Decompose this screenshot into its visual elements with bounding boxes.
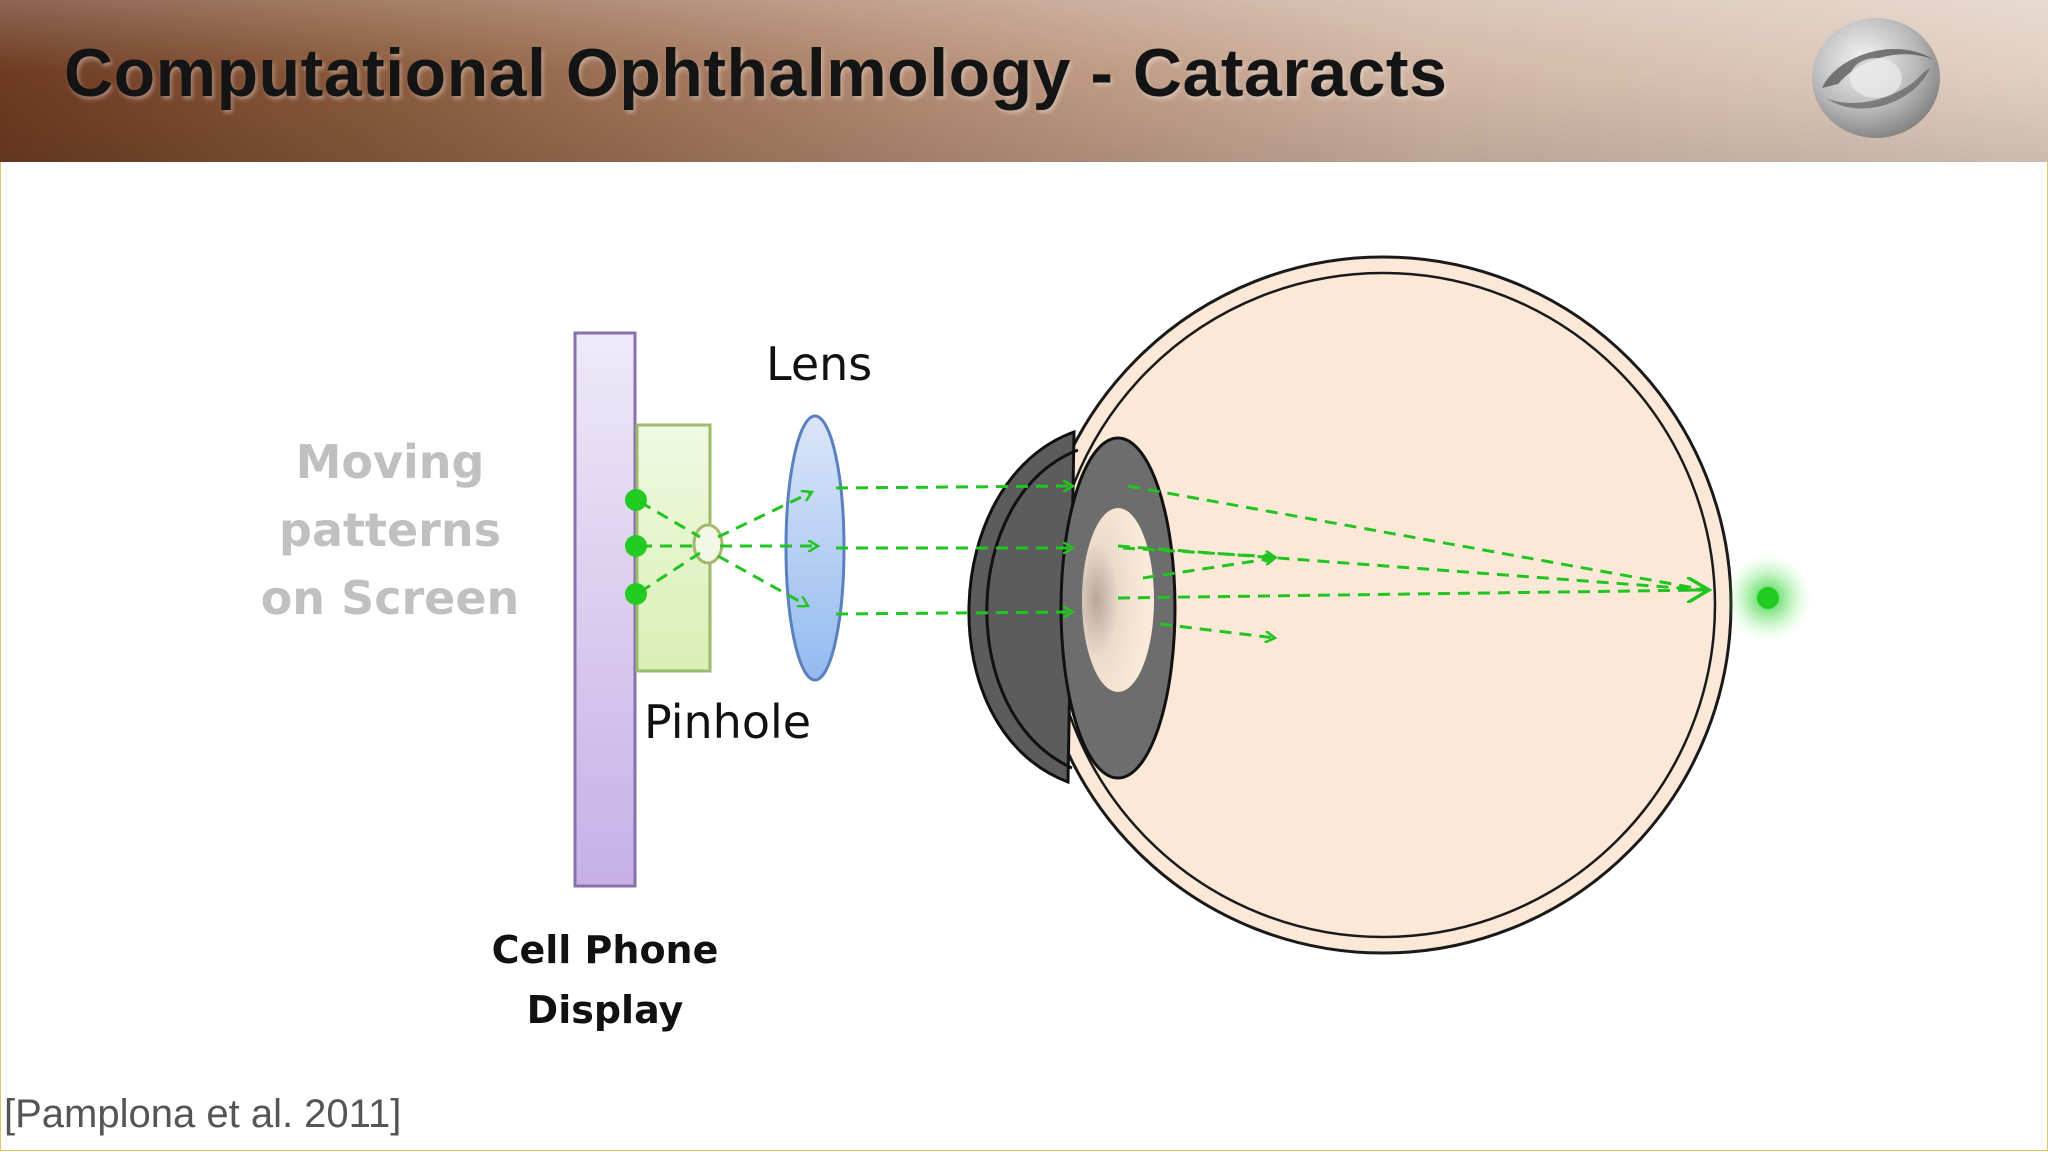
pattern-dot — [625, 489, 647, 511]
title-bar: Computational Ophthalmology - Cataracts — [0, 0, 2048, 162]
retina-spot — [1724, 554, 1812, 642]
lens-label: Lens — [766, 337, 873, 391]
cell-phone-display-label: Cell Phone Display — [460, 920, 750, 1040]
pattern-dot — [625, 535, 647, 557]
display-label-line: Display — [526, 988, 684, 1032]
cell-phone-display — [573, 331, 637, 888]
pinhole — [692, 523, 724, 565]
moving-patterns-label: Moving patterns on Screen — [250, 428, 530, 632]
pattern-dots — [625, 489, 647, 605]
light-rays — [639, 486, 1709, 638]
pinhole-label: Pinhole — [644, 695, 812, 749]
citation: [Pamplona et al. 2011] — [4, 1092, 402, 1136]
institution-logo-icon — [1812, 18, 1940, 138]
display-label-line: Cell Phone — [491, 928, 719, 972]
cataract-lens — [1082, 508, 1154, 692]
lens — [784, 414, 846, 682]
side-text-line: Moving — [295, 435, 485, 489]
side-text-line: patterns — [279, 503, 501, 557]
cornea — [967, 429, 1079, 785]
pattern-dot — [625, 583, 647, 605]
side-text-line: on Screen — [260, 571, 520, 625]
slide-title: Computational Ophthalmology - Cataracts — [64, 35, 1448, 111]
